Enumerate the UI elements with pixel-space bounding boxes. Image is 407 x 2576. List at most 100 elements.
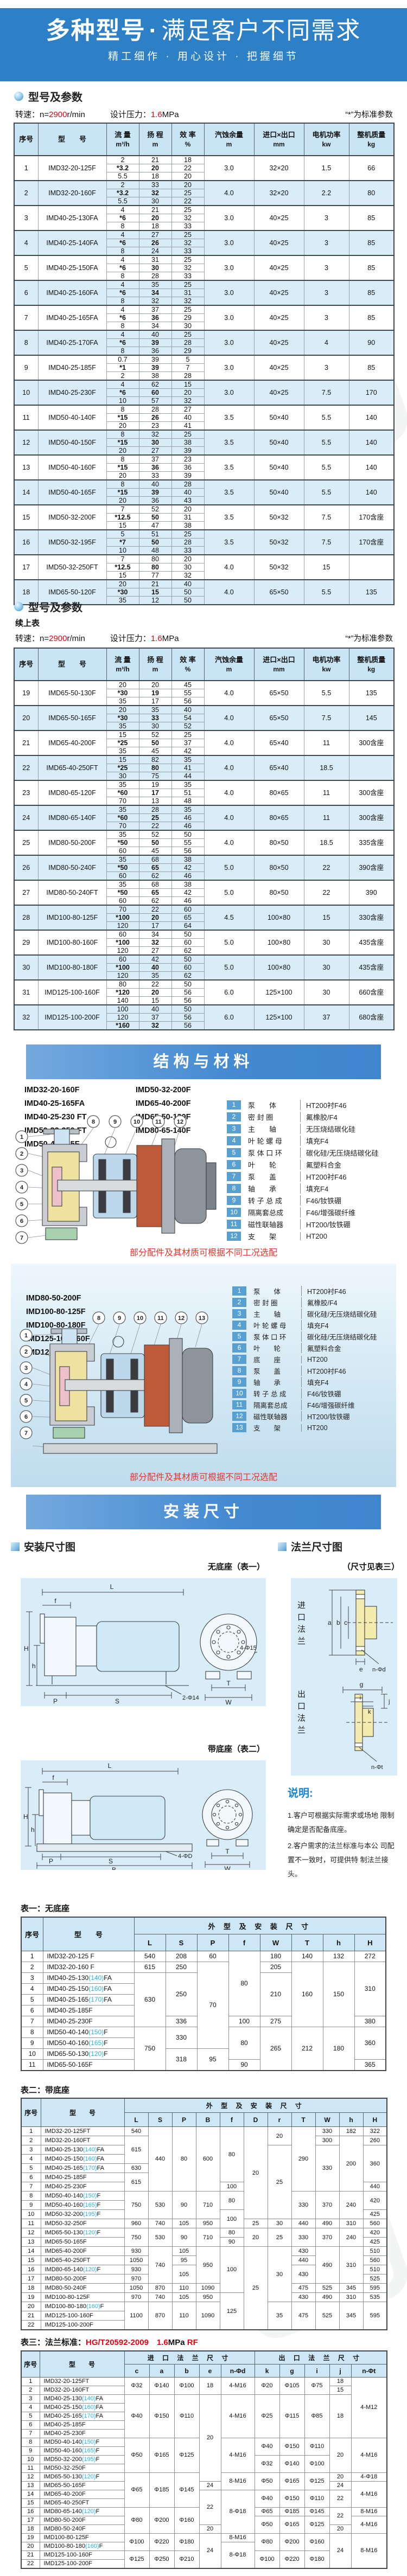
- q-cell: 2: [106, 371, 139, 381]
- model-segment: IMD65-50-130: [43, 2474, 82, 2480]
- model-segment: IMD65-50-165F: [47, 2061, 93, 2068]
- part-name: 密 封 圈: [248, 1113, 274, 1122]
- column-header: W: [315, 2112, 340, 2127]
- dim-cell: 930: [124, 2246, 149, 2256]
- h-cell: 33: [138, 714, 172, 722]
- dim-cell: 105: [171, 2265, 196, 2284]
- q-cell: *6: [106, 289, 139, 297]
- power-cell: 5.5: [303, 405, 349, 431]
- callout-circle: [174, 1115, 187, 1128]
- e-cell: 55: [171, 838, 205, 847]
- no-cell: 10: [14, 380, 39, 406]
- part-number-badge: 7: [227, 1171, 241, 1181]
- model-segment: FA: [104, 1996, 112, 2003]
- column-header: n-Φd: [220, 2364, 255, 2378]
- model-segment: F: [96, 2456, 100, 2463]
- part-material: F46/钕铁硼: [300, 1195, 406, 1206]
- svg-text:n-Φd: n-Φd: [372, 1667, 386, 1673]
- model-segment: IMD100-80-180: [43, 2543, 85, 2549]
- dim-cell: 8-Φ18: [220, 2490, 255, 2534]
- q-cell: *30: [106, 588, 139, 597]
- dim-cell: 100: [219, 2246, 244, 2293]
- header-row: 序号型 号外 型 及 安 装 尺 寸: [21, 2098, 387, 2127]
- callout-circle: [15, 1181, 28, 1194]
- table2-caption: 表二：带底座: [21, 2086, 70, 2095]
- part-name: 泵 体 口 环: [248, 1149, 282, 1157]
- dim-cell: 425: [363, 2237, 387, 2247]
- model-segment: IMD40-25-150: [44, 2156, 83, 2162]
- part-material: 氟塑料合金: [300, 1159, 406, 1170]
- e-cell: 28: [171, 538, 205, 547]
- dim-cell: Φ160: [304, 2533, 330, 2551]
- no-cell: 12: [21, 2228, 41, 2238]
- weight-cell: 170含座: [348, 504, 395, 530]
- dim-cell: 740: [148, 2219, 173, 2228]
- h-cell: 62: [138, 380, 172, 389]
- model-segment: IMD40-25-230F: [44, 2183, 87, 2190]
- e-cell: 56: [171, 996, 205, 1005]
- q-cell: 35: [106, 855, 139, 864]
- model-cell: IMD65-40-250FT: [40, 2255, 125, 2265]
- part-name: 磁性联轴器: [253, 1413, 288, 1421]
- power-cell: 18.5: [303, 830, 349, 856]
- part-name: 泵 体: [248, 1101, 277, 1110]
- e-cell: 43: [171, 496, 205, 505]
- part-material: HT200衬F46: [301, 1366, 393, 1376]
- svg-text:e: e: [359, 1665, 363, 1673]
- h-cell: 36: [138, 313, 172, 322]
- part-number-badge: 4: [232, 1321, 246, 1330]
- model-segment: IMD50-40-160: [44, 2202, 83, 2208]
- dim-cell: Φ105: [279, 2377, 305, 2395]
- header-label: 效 率: [180, 656, 196, 664]
- model-segment: IMD65-50-165F: [43, 2482, 86, 2489]
- h-cell: 39: [138, 488, 172, 497]
- no-cell: 20: [14, 705, 39, 731]
- e-cell: 32: [171, 396, 205, 406]
- q-cell: 35: [106, 722, 139, 731]
- continued-label: 续上表: [15, 619, 40, 628]
- weight-cell: 80: [348, 180, 395, 206]
- header-label: 电机功率: [312, 131, 341, 139]
- h-cell: 39: [138, 363, 172, 372]
- dim-cell: 8-M16: [351, 2507, 387, 2516]
- svg-text:S: S: [115, 1697, 119, 1705]
- e-cell: 40: [171, 705, 205, 714]
- q-cell: 20: [106, 579, 139, 588]
- callout-circle: [20, 1394, 33, 1407]
- callout-number: 7: [20, 1235, 23, 1241]
- dim-cell: 240: [339, 2228, 364, 2247]
- npsh-cell: 4.0: [204, 705, 255, 731]
- inlet-flange-label: 进口法兰: [296, 1601, 306, 1649]
- note-line: 2.客户需求的法兰标准与本公 司配置不一致时，可提供特 制法兰接头。: [288, 1842, 395, 1878]
- part-number-badge: 12: [232, 1412, 246, 1421]
- h-cell: 33: [138, 471, 172, 480]
- h-cell: 30: [138, 722, 172, 731]
- section-title-models-params-1: 型号及参数: [14, 88, 82, 104]
- model-cell: IMD65-50-130F: [37, 680, 107, 706]
- e-cell: 35: [171, 755, 205, 764]
- weight-cell: 85: [348, 230, 395, 256]
- h-cell: 39: [138, 338, 172, 347]
- model-segment: (160): [88, 1985, 104, 1992]
- dim-cell: 35: [267, 2302, 292, 2330]
- dim-cell: 250: [165, 1962, 198, 1973]
- column-header: S: [165, 1934, 198, 1951]
- model-segment: IMD65-40-200F: [44, 2248, 87, 2254]
- part-material: 氟橡胶/F4: [301, 1297, 393, 1308]
- dim-cell: 490: [315, 2219, 340, 2228]
- dim-cell: 380: [354, 2016, 386, 2027]
- dim-cell: 430: [291, 2246, 316, 2256]
